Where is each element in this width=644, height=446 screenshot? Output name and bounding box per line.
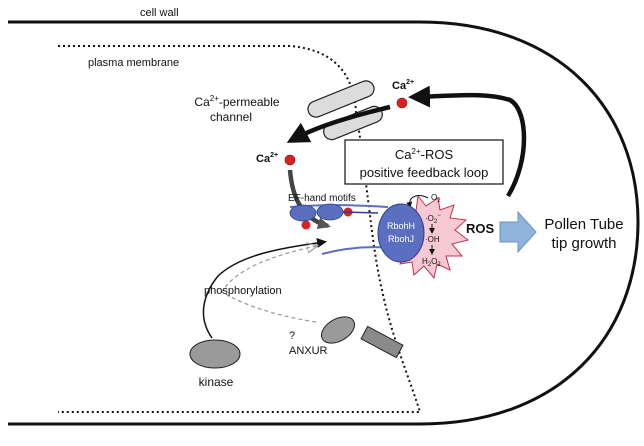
anxur-label: ANXUR [289, 345, 328, 357]
ef-hand-motif-2 [316, 203, 344, 221]
calcium-ion-top: Ca2+ [392, 79, 414, 109]
ca-to-rboh-arrow [287, 169, 331, 230]
superoxide-label: ·O2− [425, 213, 441, 225]
cell-wall [8, 20, 640, 426]
ca-left-label: Ca2+ [256, 152, 278, 165]
anxur-receptor [320, 316, 404, 359]
cell-wall-label: cell wall [140, 7, 179, 19]
feedback-loop-frame [344, 139, 504, 185]
pollen-tube-label-line2: tip growth [551, 235, 616, 252]
channel-label-line2: channel [210, 110, 252, 124]
o2-label: O2 [431, 193, 441, 204]
anxur-domain [320, 316, 356, 344]
plasma-membrane-label: plasma membrane [88, 57, 179, 69]
rboh-enzyme: RbohH RbohJ [377, 203, 425, 263]
channel-subunit-upper [307, 80, 375, 118]
ca-left-dot [284, 154, 296, 166]
kinase-label: kinase [199, 375, 234, 389]
channel-label-line1: Ca2+-permeable [194, 94, 279, 109]
anxur-question: ? [289, 330, 295, 342]
feedback-loop-line1: Ca2+-ROS [395, 147, 454, 162]
hydroxyl-label: ·OH [425, 235, 440, 244]
kinase-shape [189, 339, 241, 369]
rboh-body [377, 203, 425, 263]
ca-bound-dot-2 [301, 220, 311, 230]
pollen-tube-label-line1: Pollen Tube [544, 216, 623, 233]
anxur-transmembrane [360, 325, 404, 359]
ros-to-ca-arrow [408, 85, 527, 198]
plasma-membrane [58, 45, 422, 413]
phosphorylation-label: phosphorylation [204, 285, 282, 297]
ef-hand-label: EF-hand motifs [288, 193, 356, 204]
ef-hand-linker [342, 211, 379, 214]
kinase-to-rboh-arrow [202, 237, 327, 339]
ca-top-label: Ca2+ [392, 79, 414, 92]
ca-top-dot [396, 97, 408, 109]
feedback-loop-box: Ca2+-ROS positive feedback loop [344, 139, 504, 185]
ef-hand-motif-1 [289, 204, 317, 222]
rboh-j-label: RbohJ [388, 234, 414, 244]
calcium-ion-left: Ca2+ [256, 152, 296, 166]
rboh-h-label: RbohH [387, 221, 415, 231]
anxur-to-rboh-arrow [221, 246, 316, 323]
ca-influx-arrow [286, 104, 391, 143]
feedback-loop-line2: positive feedback loop [360, 165, 489, 180]
o2-reduction-arrow [406, 195, 429, 208]
growth-arrow [499, 210, 537, 254]
ros-label: ROS [466, 221, 495, 236]
h2o2-label: H2O2 [422, 257, 441, 268]
